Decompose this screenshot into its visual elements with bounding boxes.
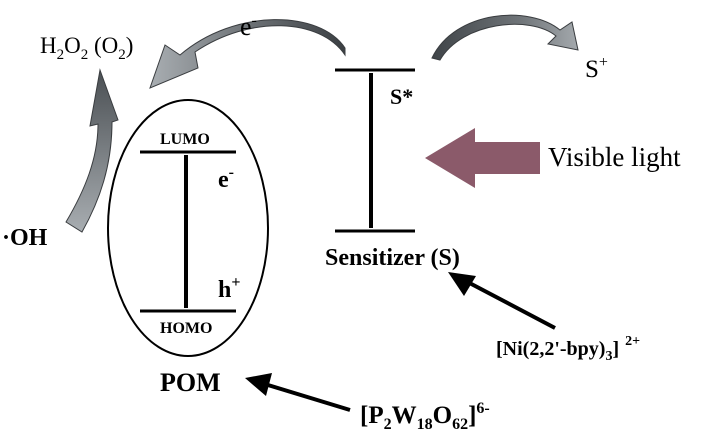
oxidation-arrow: [431, 14, 579, 61]
p2w-pointer-arrow: [245, 373, 351, 412]
pom-label: POM: [160, 368, 221, 397]
ni-pointer-arrow: [448, 272, 556, 330]
p2w-label: [P2W18O62]6-: [360, 400, 490, 433]
lumo-label: LUMO: [160, 131, 210, 148]
electron-transfer-label: e-: [240, 12, 257, 41]
visible-light-label: Visible light: [548, 142, 681, 172]
homo-label: HOMO: [160, 320, 212, 337]
pom-ellipse: [107, 99, 269, 357]
hole-label: h+: [218, 274, 240, 303]
sensitizer-label: Sensitizer (S): [325, 245, 460, 271]
s-plus-label: S+: [585, 54, 608, 83]
pom-electron-label: e-: [218, 164, 234, 193]
s-star-label: S*: [390, 84, 413, 109]
h2o2-arrow: [65, 68, 119, 233]
hydroxyl-label: ·OH: [2, 225, 48, 251]
h2o2-label: H2O2 (O2): [40, 33, 133, 63]
electron-transfer-arrow: [149, 19, 346, 89]
visible-light-arrow: [425, 128, 540, 188]
ni-complex-label: [Ni(2,2'-bpy)3]2+: [496, 334, 640, 364]
